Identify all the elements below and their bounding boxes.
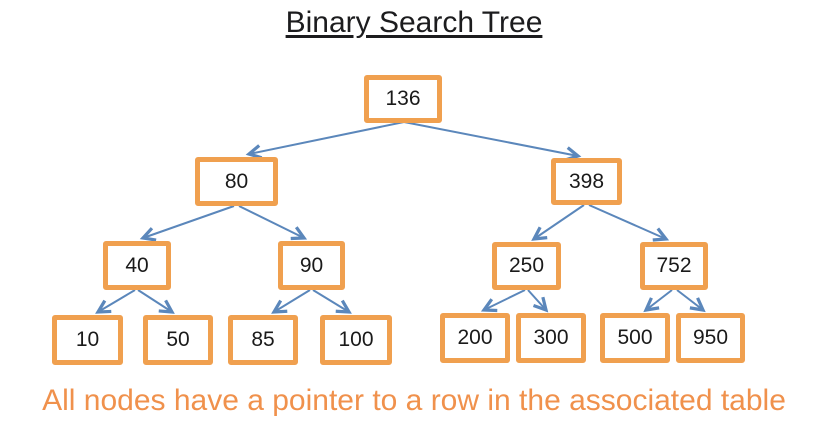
tree-node-752: 752 xyxy=(640,242,708,290)
tree-node-10: 10 xyxy=(52,315,123,365)
tree-node-250: 250 xyxy=(492,242,561,290)
node-value: 50 xyxy=(166,328,190,351)
edge-80-90 xyxy=(238,205,308,241)
node-value: 10 xyxy=(75,328,100,351)
node-value: 90 xyxy=(299,253,324,277)
node-value: 752 xyxy=(656,254,692,277)
edge-752-500 xyxy=(643,289,673,313)
tree-node-50: 50 xyxy=(143,315,213,365)
node-value: 136 xyxy=(385,87,421,110)
node-value: 40 xyxy=(125,253,149,277)
diagram-caption: All nodes have a pointer to a row in the… xyxy=(42,384,786,417)
tree-node-950: 950 xyxy=(676,313,745,363)
edge-90-100 xyxy=(312,289,352,314)
edge-136-398 xyxy=(403,121,582,162)
node-value: 500 xyxy=(617,326,653,349)
tree-node-40: 40 xyxy=(103,241,171,290)
edge-250-200 xyxy=(480,289,526,313)
node-value: 200 xyxy=(457,326,493,349)
node-value: 950 xyxy=(692,326,729,349)
edge-752-950 xyxy=(676,289,706,313)
edge-398-250 xyxy=(531,204,585,241)
tree-node-80: 80 xyxy=(195,157,278,206)
tree-node-100: 100 xyxy=(320,315,392,365)
node-value: 80 xyxy=(224,169,249,193)
node-value: 398 xyxy=(568,169,605,193)
edge-80-40 xyxy=(139,205,235,242)
node-value: 250 xyxy=(508,254,545,277)
edge-40-10 xyxy=(95,289,136,314)
tree-node-85: 85 xyxy=(228,315,298,365)
edge-136-80 xyxy=(245,121,405,160)
tree-node-90: 90 xyxy=(278,241,345,290)
tree-node-500: 500 xyxy=(600,313,670,363)
tree-node-200: 200 xyxy=(440,313,510,363)
tree-node-300: 300 xyxy=(516,313,586,363)
edge-90-85 xyxy=(271,289,311,314)
node-value: 85 xyxy=(251,328,275,351)
tree-node-136: 136 xyxy=(364,75,442,123)
node-value: 300 xyxy=(533,326,569,349)
edge-250-300 xyxy=(527,289,549,313)
node-value: 100 xyxy=(338,328,374,351)
diagram-title: Binary Search Tree xyxy=(285,6,543,39)
edge-40-50 xyxy=(137,289,175,314)
edge-398-752 xyxy=(588,204,670,242)
tree-node-398: 398 xyxy=(551,158,622,205)
